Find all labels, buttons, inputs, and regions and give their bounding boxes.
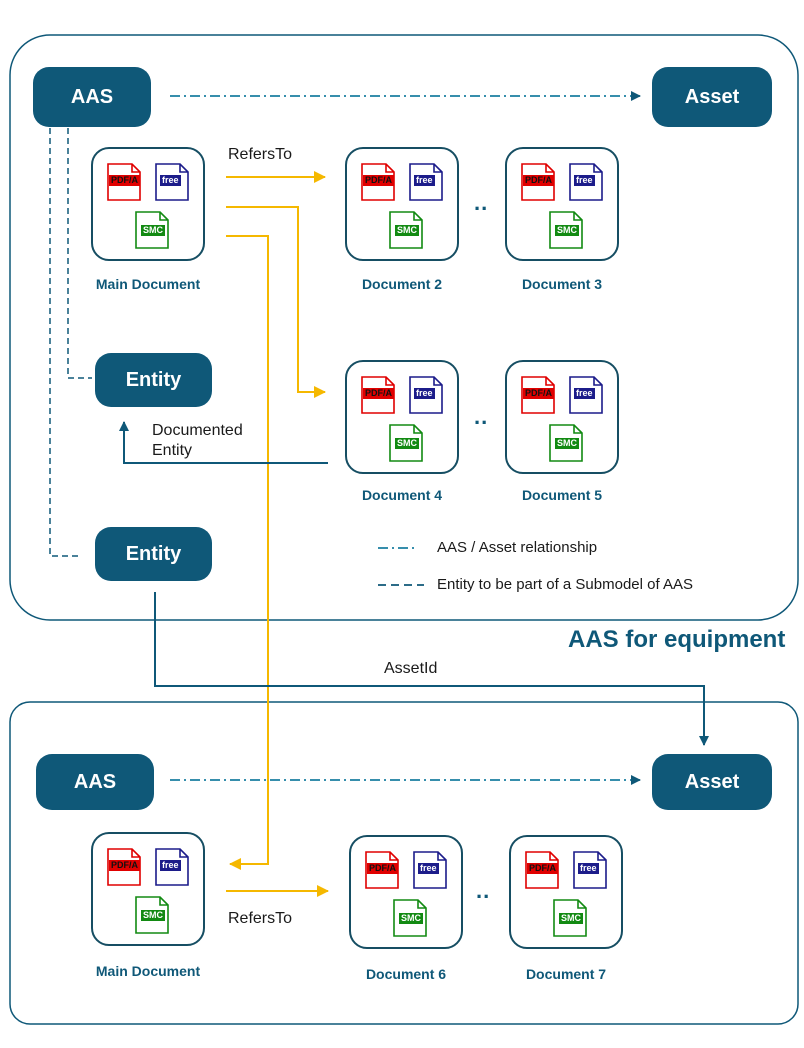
smc-file-icon: SMC bbox=[135, 211, 169, 249]
legend-relationship-label: AAS / Asset relationship bbox=[437, 539, 598, 556]
documented-entity-label-line1: Documented bbox=[152, 422, 243, 439]
smc-file-tag: SMC bbox=[399, 913, 423, 924]
equipment-container bbox=[9, 34, 799, 621]
asset-id-arrow bbox=[154, 592, 709, 746]
free-file-tag: free bbox=[160, 175, 181, 186]
pdf-file-icon: PDF/A bbox=[361, 163, 395, 201]
smc-file-tag: SMC bbox=[395, 225, 419, 236]
smc-file-tag: SMC bbox=[559, 913, 583, 924]
pdf-file-icon: PDF/A bbox=[107, 848, 141, 886]
free-file-icon: free bbox=[573, 851, 607, 889]
aas-entity-bottom-link bbox=[49, 128, 80, 557]
free-file-icon: free bbox=[155, 848, 189, 886]
smc-file-icon: SMC bbox=[553, 899, 587, 937]
pdf-file-icon: PDF/A bbox=[525, 851, 559, 889]
free-file-icon: free bbox=[155, 163, 189, 201]
smc-file-tag: SMC bbox=[141, 910, 165, 921]
refers-to-label-bottom: RefersTo bbox=[228, 910, 293, 927]
free-file-icon: free bbox=[569, 163, 603, 201]
smc-file-icon: SMC bbox=[389, 211, 423, 249]
component-container bbox=[9, 701, 799, 1025]
pdf-file-tag: PDF/A bbox=[363, 175, 394, 186]
document-3-caption: Document 3 bbox=[521, 276, 603, 292]
entity-block-top[interactable]: Entity bbox=[95, 353, 212, 407]
document-5-caption: Document 5 bbox=[521, 487, 603, 503]
free-file-tag: free bbox=[160, 860, 181, 871]
asset-id-label: AssetId bbox=[384, 660, 438, 677]
asset-block-top[interactable]: Asset bbox=[652, 67, 772, 127]
aas-entity-top-link bbox=[67, 128, 92, 379]
smc-file-tag: SMC bbox=[555, 225, 579, 236]
pdf-file-icon: PDF/A bbox=[361, 376, 395, 414]
pdf-file-tag: PDF/A bbox=[109, 860, 140, 871]
pdf-file-tag: PDF/A bbox=[523, 175, 554, 186]
pdf-file-icon: PDF/A bbox=[365, 851, 399, 889]
pdf-file-tag: PDF/A bbox=[527, 863, 558, 874]
pdf-file-icon: PDF/A bbox=[521, 163, 555, 201]
documented-entity-label-line2: Entity bbox=[152, 442, 193, 459]
smc-file-icon: SMC bbox=[389, 424, 423, 462]
document-7-caption: Document 7 bbox=[525, 966, 607, 982]
smc-file-tag: SMC bbox=[555, 438, 579, 449]
main-document-top-caption: Main Document bbox=[95, 276, 201, 292]
entity-block-bottom[interactable]: Entity bbox=[95, 527, 212, 581]
pdf-file-icon: PDF/A bbox=[521, 376, 555, 414]
ellipsis-top: .. bbox=[474, 190, 489, 215]
refers-to-label-top: RefersTo bbox=[228, 146, 293, 163]
equipment-section-title: AAS for equipment bbox=[568, 626, 786, 653]
pdf-file-icon: PDF/A bbox=[107, 163, 141, 201]
free-file-tag: free bbox=[414, 175, 435, 186]
ellipsis-bottom: .. bbox=[476, 878, 491, 903]
asset-block-bottom[interactable]: Asset bbox=[652, 754, 772, 810]
document-6-caption: Document 6 bbox=[365, 966, 447, 982]
refers-to-arrow-bottom-main bbox=[226, 235, 269, 870]
document-2-caption: Document 2 bbox=[361, 276, 443, 292]
free-file-tag: free bbox=[578, 863, 599, 874]
smc-file-icon: SMC bbox=[393, 899, 427, 937]
main-document-bottom-caption: Main Document bbox=[95, 963, 201, 979]
smc-file-tag: SMC bbox=[141, 225, 165, 236]
pdf-file-tag: PDF/A bbox=[363, 388, 394, 399]
documented-entity-arrow bbox=[119, 421, 328, 464]
pdf-file-tag: PDF/A bbox=[367, 863, 398, 874]
free-file-tag: free bbox=[414, 388, 435, 399]
aas-block-top[interactable]: AAS bbox=[33, 67, 151, 127]
smc-file-icon: SMC bbox=[549, 211, 583, 249]
free-file-icon: free bbox=[413, 851, 447, 889]
document-4-caption: Document 4 bbox=[361, 487, 443, 503]
smc-file-icon: SMC bbox=[135, 896, 169, 934]
free-file-tag: free bbox=[574, 388, 595, 399]
legend-entity-part-label: Entity to be part of a Submodel of AAS bbox=[437, 576, 693, 593]
free-file-icon: free bbox=[409, 163, 443, 201]
pdf-file-tag: PDF/A bbox=[523, 388, 554, 399]
ellipsis-middle: .. bbox=[474, 404, 489, 429]
smc-file-icon: SMC bbox=[549, 424, 583, 462]
aas-block-bottom[interactable]: AAS bbox=[36, 754, 154, 810]
free-file-icon: free bbox=[569, 376, 603, 414]
pdf-file-tag: PDF/A bbox=[109, 175, 140, 186]
free-file-icon: free bbox=[409, 376, 443, 414]
free-file-tag: free bbox=[574, 175, 595, 186]
smc-file-tag: SMC bbox=[395, 438, 419, 449]
refers-to-arrow-doc4 bbox=[226, 206, 326, 398]
free-file-tag: free bbox=[418, 863, 439, 874]
